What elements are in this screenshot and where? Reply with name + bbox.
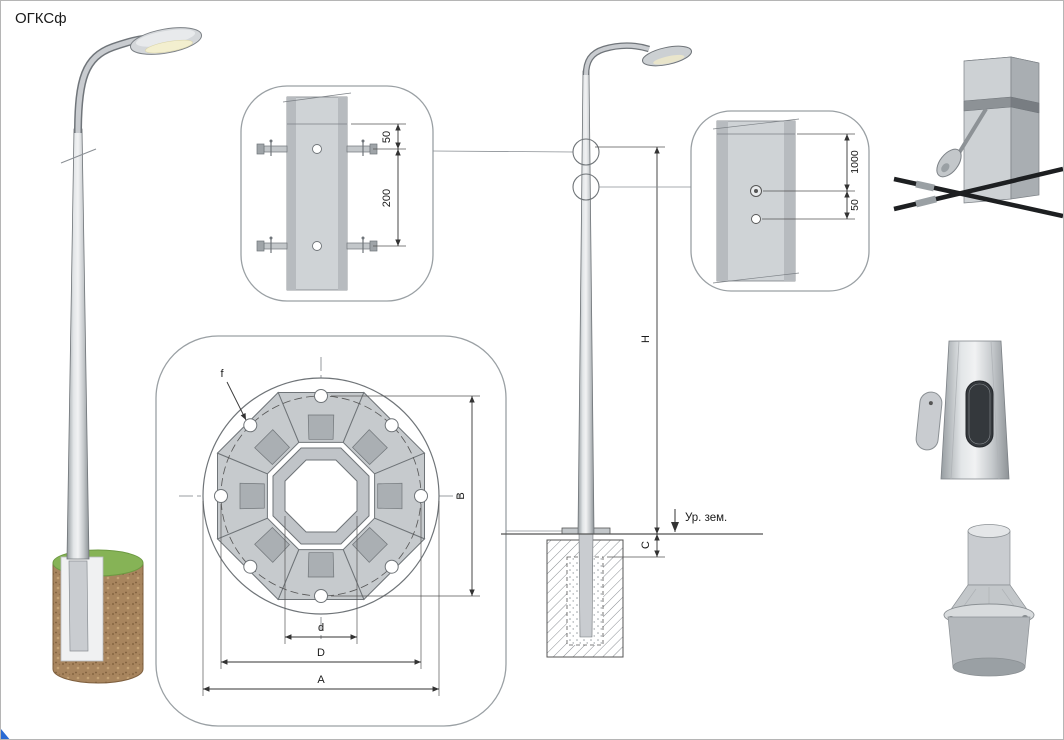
dim-label-200: 200	[381, 189, 393, 207]
break-line-bottom	[712, 272, 800, 284]
hole-callout-f: f	[220, 368, 247, 421]
base-flange-render	[943, 524, 1035, 677]
embedded-pole	[68, 560, 89, 652]
dim-label-B: B	[455, 492, 467, 499]
band-clamp-side	[1010, 96, 1040, 114]
dim-label-50b: 50	[849, 199, 861, 211]
tube-inner-hole	[284, 459, 358, 533]
pole-facet-right	[784, 121, 795, 281]
lamp-arm-outline	[582, 42, 650, 76]
label-f: f	[220, 368, 224, 380]
callout-circle-upper	[572, 138, 600, 166]
dim-C: C	[607, 534, 665, 558]
mount-hole-lower	[312, 241, 322, 251]
facet-line-left	[950, 340, 960, 480]
bolt-center	[754, 189, 758, 193]
dim-1000: 1000	[763, 133, 861, 192]
dim-D: D	[220, 504, 422, 669]
wedge-clamp	[936, 148, 962, 178]
pole-section	[286, 96, 348, 291]
dim-d: d	[284, 516, 358, 644]
dim-label-A: A	[317, 674, 325, 686]
top-tube	[967, 530, 1011, 586]
cable-clamp-render	[893, 56, 1063, 219]
column-side-face	[1010, 56, 1040, 200]
pole-elevation-drawing: Ур. зем. H C	[501, 42, 763, 658]
access-door-render	[915, 340, 1010, 480]
pole-facet-left	[717, 121, 728, 281]
clamp-detail-view: 50 200	[240, 85, 434, 302]
bolt-holes	[214, 389, 428, 603]
lamp-head	[641, 45, 693, 67]
tube-cap	[967, 524, 1011, 538]
embedded-pole-section	[578, 533, 594, 638]
dim-50-offset: 50	[351, 123, 406, 150]
ground-label: Ур. зем.	[685, 512, 727, 524]
callout-leader-upper	[432, 150, 574, 153]
dim-label-d: d	[318, 622, 324, 634]
facet-line-right	[990, 340, 1000, 480]
lamp-head	[129, 27, 203, 55]
page-title: ОГКСф	[15, 10, 67, 27]
dim-200-spacing: 200	[373, 149, 406, 247]
flange-detail-view: f B d D A	[155, 335, 507, 727]
door-cover	[915, 391, 943, 451]
foundation-render	[52, 549, 144, 684]
lamp-arm	[584, 43, 650, 76]
dim-label-1000: 1000	[849, 150, 861, 174]
hatch-opening	[965, 380, 994, 448]
pole-section	[716, 120, 796, 282]
clamp-strap	[957, 107, 988, 155]
dim-label-D: D	[317, 647, 325, 659]
skirt-bottom	[952, 657, 1026, 677]
cable-sleeve-2	[915, 180, 935, 192]
dim-B: B	[331, 395, 480, 597]
pole-facet-left	[287, 97, 296, 290]
corner-accent	[1, 729, 10, 739]
pole-facet-right	[338, 97, 347, 290]
break-line-top	[712, 118, 800, 130]
ground-level-mark: Ур. зем.	[671, 509, 727, 532]
break-line	[282, 92, 352, 103]
pole-shaft	[66, 128, 90, 560]
dim-label-C: C	[640, 541, 652, 549]
cable-entry-detail-view: 1000 50	[690, 110, 870, 292]
dim-label-50: 50	[381, 131, 393, 143]
hatch-rim	[968, 383, 991, 445]
cable-hole	[751, 214, 761, 224]
dim-H: H	[595, 146, 665, 534]
dim-label-H: H	[640, 335, 652, 343]
pole-weld-mark	[60, 148, 97, 164]
dim-A: A	[202, 501, 440, 696]
cable-sleeve-1	[915, 195, 937, 208]
pole-3d-render	[52, 27, 203, 684]
mount-hole-upper	[312, 144, 322, 154]
dim-50-lower: 50	[762, 191, 861, 220]
